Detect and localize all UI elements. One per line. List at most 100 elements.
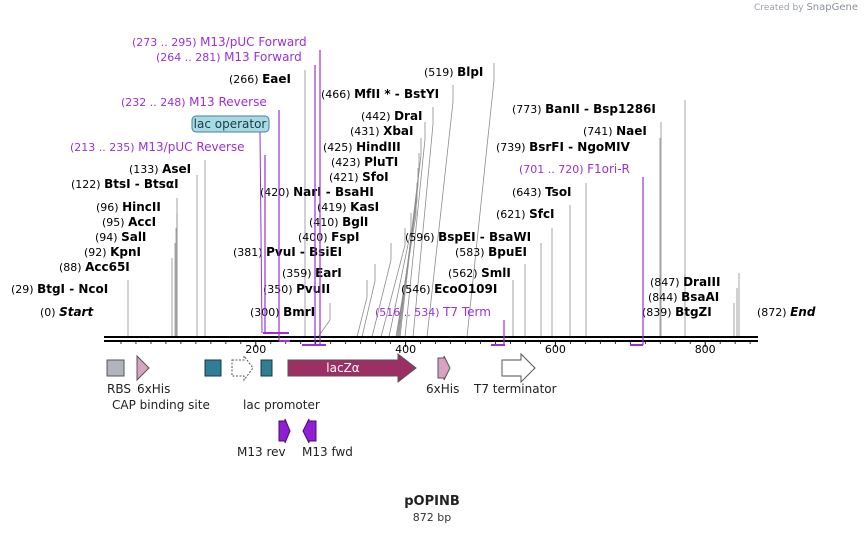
tick-label: 400 — [395, 343, 416, 356]
enzyme-site: (562) SmlI — [448, 266, 511, 280]
cut-line — [404, 138, 426, 338]
cut-line — [371, 259, 392, 338]
enzyme-name: AseI — [162, 162, 191, 176]
enzyme-label: (839) BtgZI — [642, 305, 712, 319]
enzyme-label: (741) NaeI — [583, 124, 647, 138]
cut-position: (643) — [512, 186, 545, 199]
enzyme-label: (643) TsoI — [512, 185, 572, 199]
cut-position: (419) — [317, 201, 350, 214]
cut-position: (423) — [331, 156, 364, 169]
cut-position: (133) — [129, 163, 162, 176]
enzyme-site: (839) BtgZI — [642, 305, 712, 319]
enzyme-name: EcoO109I — [434, 282, 497, 296]
primer-range: (701 .. 720) — [519, 163, 587, 176]
enzyme-name: BtsI - BtsαI — [104, 177, 179, 191]
enzyme-site: (350) PvuII — [263, 282, 330, 296]
cut-position: (359) — [282, 267, 315, 280]
primer-site: (213 .. 235) M13/pUC Reverse — [70, 140, 289, 334]
enzyme-name: SmlI — [481, 266, 511, 280]
enzyme-label: (420) NarI - BsaHI — [260, 185, 374, 199]
cut-position: (872) — [757, 306, 790, 319]
plasmid-length: 872 bp — [412, 511, 452, 524]
enzyme-site: (773) BanII - Bsp1286I — [512, 102, 656, 116]
enzyme-name: BmrI — [283, 305, 315, 319]
enzyme-label: (29) BtgI - NcoI — [11, 282, 108, 296]
enzyme-site: (519) BlpI — [424, 65, 483, 79]
enzyme-label: (410) BglI — [309, 215, 368, 229]
cut-position: (519) — [424, 66, 457, 79]
cut-position: (381) — [233, 246, 266, 259]
lac-operator-box — [191, 115, 270, 133]
enzyme-site: (133) AseI — [129, 162, 191, 176]
feature-label: M13 fwd — [302, 445, 353, 459]
enzyme-site: (95) AccI — [102, 215, 156, 229]
enzyme-name: End — [790, 305, 816, 319]
cut-line — [380, 244, 406, 338]
enzyme-name: HindIII — [356, 140, 401, 154]
feature-label: RBS — [107, 382, 131, 396]
primer-range: (273 .. 295) — [132, 36, 200, 49]
tick-label: 800 — [695, 343, 716, 356]
feature-label: T7 terminator — [473, 382, 557, 396]
primer-range: (232 .. 248) — [121, 96, 189, 109]
enzyme-name: PluTI — [364, 155, 398, 169]
enzyme-label: (546) EcoO109I — [401, 282, 497, 296]
cut-position: (442) — [361, 110, 394, 123]
enzyme-name: EarI — [315, 266, 342, 280]
credit-prefix: Created by — [754, 3, 804, 13]
enzyme-name: KasI — [350, 200, 379, 214]
enzyme-site: (442) DraI — [361, 109, 423, 123]
enzyme-site: (739) BsrFI - NgoMIV — [496, 140, 631, 154]
enzyme-site: (844) BsaAI — [648, 290, 719, 304]
enzyme-label: (466) MfII * - BstYI — [321, 87, 439, 101]
cut-position: (839) — [642, 306, 675, 319]
enzyme-site: (0) Start — [40, 305, 94, 319]
feature-label: 6xHis — [426, 382, 459, 396]
cut-position: (410) — [309, 216, 342, 229]
cut-position: (583) — [455, 246, 488, 259]
enzyme-site: (266) EaeI — [229, 72, 291, 86]
primer-name: T7 Term — [442, 305, 491, 319]
enzyme-name: KpnI — [110, 245, 141, 259]
enzyme-label: (96) HincII — [96, 200, 161, 214]
cut-position: (92) — [84, 246, 110, 259]
enzyme-name: EaeI — [262, 72, 291, 86]
cut-position: (739) — [496, 141, 529, 154]
enzyme-name: DraI — [394, 109, 422, 123]
primer-name: M13 Forward — [224, 50, 302, 64]
primer-range: (213 .. 235) — [70, 141, 138, 154]
enzyme-site: (421) SfoI — [329, 170, 389, 184]
enzyme-label: (381) PvuI - BsiEI — [233, 245, 342, 259]
enzyme-label: (596) BspEI - BsaWI — [405, 230, 531, 244]
primer-label: (232 .. 248) M13 Reverse — [121, 95, 267, 109]
enzyme-label: (872) End — [757, 305, 816, 319]
enzyme-name: BglI — [342, 215, 368, 229]
enzyme-label: (359) EarI — [282, 266, 342, 280]
cut-position: (96) — [96, 201, 122, 214]
cut-line — [399, 154, 422, 338]
enzyme-name: TsoI — [545, 185, 571, 199]
cut-position: (621) — [496, 208, 529, 221]
enzyme-site: (381) PvuI - BsiEI — [233, 245, 342, 259]
cut-position: (847) — [650, 276, 683, 289]
cut-position: (266) — [229, 73, 262, 86]
cut-position: (773) — [512, 103, 545, 116]
primer-name: M13 Reverse — [189, 95, 267, 109]
primer-annotations: (273 .. 295) M13/pUC Forward(264 .. 281)… — [70, 35, 644, 346]
enzyme-site: (643) TsoI — [512, 185, 572, 199]
primer-site: (264 .. 281) M13 Forward — [156, 50, 326, 346]
cut-position: (95) — [102, 216, 128, 229]
primer-label: (701 .. 720) F1ori-R — [519, 162, 630, 176]
enzyme-label: (621) SfcI — [496, 207, 555, 221]
enzyme-site: (419) KasI — [317, 200, 379, 214]
enzyme-labels: (0) Start(29) BtgI - NcoI(88) Acc65I(92)… — [11, 65, 816, 319]
cut-position: (88) — [59, 261, 85, 274]
snapgene-credit: Created by SnapGene — [754, 2, 858, 13]
lac-operator-line — [259, 131, 263, 334]
enzyme-site: (92) KpnI — [84, 245, 141, 259]
lac-operator: lac operator — [191, 115, 270, 334]
enzyme-name: MfII * - BstYI — [354, 87, 439, 101]
enzyme-site: (466) MfII * - BstYI — [321, 87, 439, 101]
